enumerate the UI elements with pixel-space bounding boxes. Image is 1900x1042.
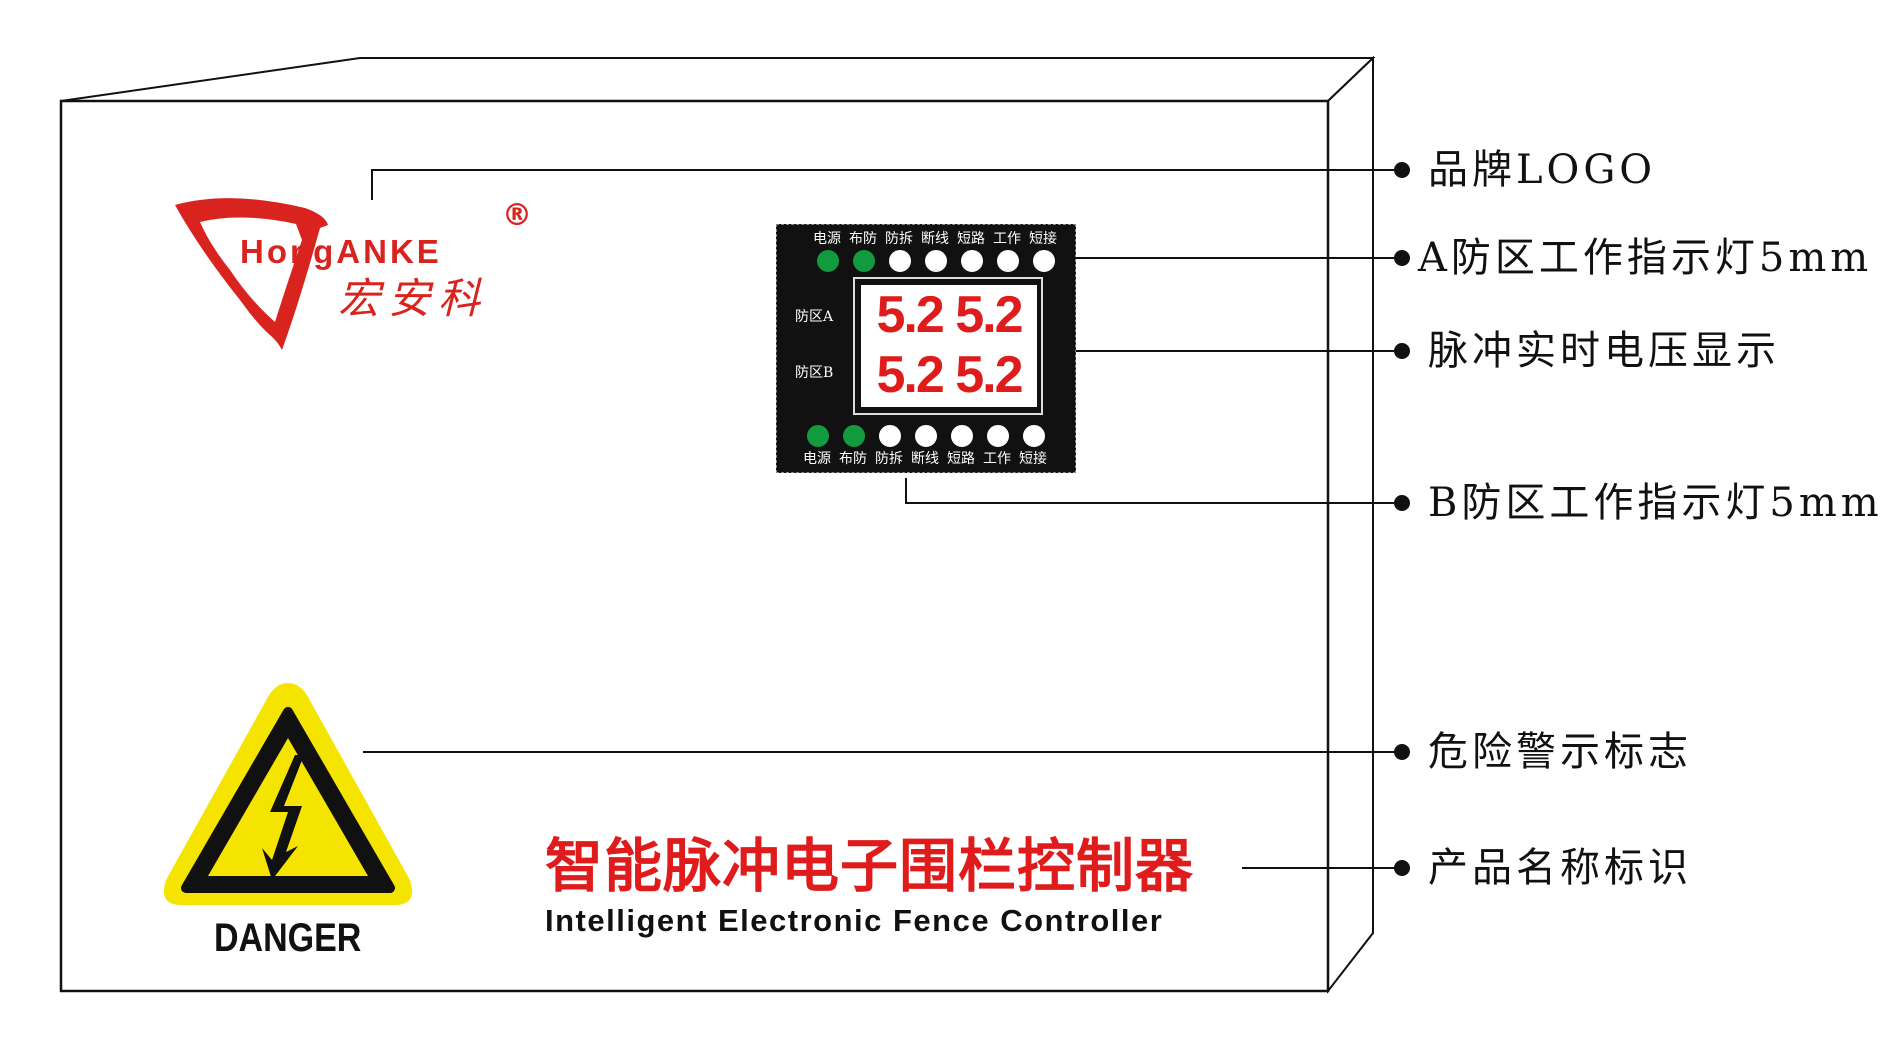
led-label: 防拆	[875, 451, 903, 467]
led-label: 电源	[803, 451, 831, 467]
led-arm-b	[843, 425, 865, 447]
box-top-face	[60, 57, 1376, 102]
callout-danger: 危险警示标志	[1428, 729, 1692, 775]
led-label: 断线	[921, 231, 949, 247]
brand-en: HongANKE	[240, 233, 442, 270]
led-work-b	[987, 425, 1009, 447]
display-panel: 电源 布防 防拆 断线 短路 工作 短接 防区A 防区B 5.2 5.2 5.2…	[776, 224, 1076, 473]
leader-dots	[1394, 162, 1410, 876]
led-label: 工作	[983, 451, 1011, 467]
box-side-face	[1327, 55, 1374, 994]
shield-logo-icon	[175, 198, 328, 350]
bottom-led-labels: 电源 布防 防拆 断线 短路 工作 短接	[799, 451, 1051, 467]
leader-lines	[363, 169, 1402, 869]
led-shortconn-a	[1033, 250, 1055, 272]
led-label: 布防	[839, 451, 867, 467]
led-label: 布防	[849, 231, 877, 247]
led-label: 短接	[1029, 231, 1057, 247]
led-arm-a	[853, 250, 875, 272]
led-power-b	[807, 425, 829, 447]
callout-product: 产品名称标识	[1428, 845, 1692, 891]
led-break-a	[925, 250, 947, 272]
callout-zone-a-leds: A防区工作指示灯5mm	[1418, 235, 1873, 281]
voltage-display: 5.2 5.2 5.2 5.2	[861, 285, 1037, 407]
product-name-en: Intelligent Electronic Fence Controller	[545, 903, 1164, 938]
led-work-a	[997, 250, 1019, 272]
product-name-cn: 智能脉冲电子围栏控制器	[545, 832, 1195, 900]
zone-b-leds	[807, 425, 1045, 447]
led-label: 短路	[947, 451, 975, 467]
zone-b-voltage: 5.2 5.2	[876, 346, 1023, 404]
led-break-b	[915, 425, 937, 447]
led-label: 工作	[993, 231, 1021, 247]
voltage-display-frame: 5.2 5.2 5.2 5.2	[853, 277, 1043, 415]
top-led-labels: 电源 布防 防拆 断线 短路 工作 短接	[809, 231, 1061, 247]
brand-logo: HongANKE ®	[240, 200, 532, 270]
led-short-a	[961, 250, 983, 272]
callout-zone-b-leds: B防区工作指示灯5mm	[1428, 480, 1883, 526]
brand-cn: 宏安科	[338, 274, 489, 323]
callout-voltage: 脉冲实时电压显示	[1428, 328, 1780, 374]
led-tamper-b	[879, 425, 901, 447]
danger-label: DANGER	[214, 916, 362, 960]
zone-a-leds	[817, 250, 1055, 272]
zone-a-voltage: 5.2 5.2	[876, 286, 1023, 344]
registered-mark: ®	[502, 198, 532, 233]
led-label: 断线	[911, 451, 939, 467]
led-tamper-a	[889, 250, 911, 272]
led-short-b	[951, 425, 973, 447]
led-label: 短路	[957, 231, 985, 247]
led-power-a	[817, 250, 839, 272]
led-shortconn-b	[1023, 425, 1045, 447]
led-label: 电源	[813, 231, 841, 247]
callout-logo: 品牌LOGO	[1428, 147, 1657, 193]
led-label: 防拆	[885, 231, 913, 247]
zone-a-label: 防区A	[795, 309, 834, 325]
led-label: 短接	[1019, 451, 1047, 467]
zone-b-label: 防区B	[795, 365, 834, 381]
danger-warning-icon	[163, 683, 413, 905]
